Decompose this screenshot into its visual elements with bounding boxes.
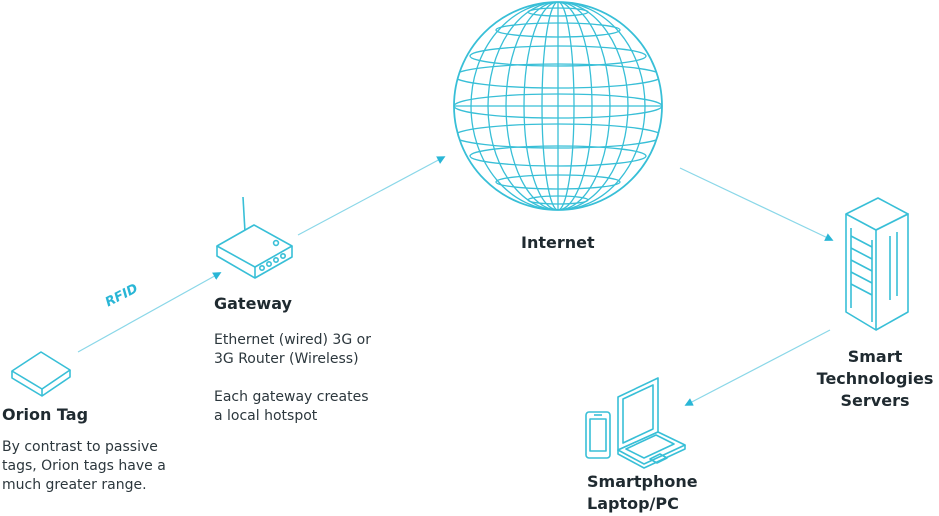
laptop-icon bbox=[617, 377, 686, 469]
tag-icon bbox=[11, 351, 71, 397]
gateway-note-line: a local hotspot bbox=[214, 408, 318, 424]
router-icon bbox=[216, 196, 293, 279]
gateway-description-line: 3G Router (Wireless) bbox=[214, 351, 359, 367]
devices-title-line: Laptop/PC bbox=[587, 494, 679, 513]
server-rack-icon bbox=[845, 197, 909, 331]
gateway-note-line: Each gateway creates bbox=[214, 389, 369, 405]
servers-title-line: Technologies bbox=[816, 369, 934, 388]
gateway-description-line: Ethernet (wired) 3G or bbox=[214, 332, 371, 348]
gateway-title: Gateway bbox=[214, 294, 292, 313]
globe-icon bbox=[453, 1, 663, 211]
devices-title-line: Smartphone bbox=[587, 472, 698, 491]
connector-tag-to-gateway bbox=[77, 272, 222, 353]
smartphone-icon bbox=[585, 411, 611, 459]
servers-title-line: Servers bbox=[840, 391, 910, 410]
connector-internet-to-servers bbox=[679, 167, 834, 241]
orion-tag-description-line: much greater range. bbox=[2, 477, 147, 493]
connector-servers-to-devices bbox=[684, 329, 831, 406]
internet-title: Internet bbox=[521, 233, 595, 252]
servers-title-line: Smart bbox=[847, 347, 903, 366]
orion-tag-description-line: By contrast to passive bbox=[2, 439, 158, 455]
orion-tag-title: Orion Tag bbox=[2, 405, 89, 424]
connector-gateway-to-internet bbox=[297, 156, 446, 236]
orion-tag-description-line: tags, Orion tags have a bbox=[2, 458, 166, 474]
